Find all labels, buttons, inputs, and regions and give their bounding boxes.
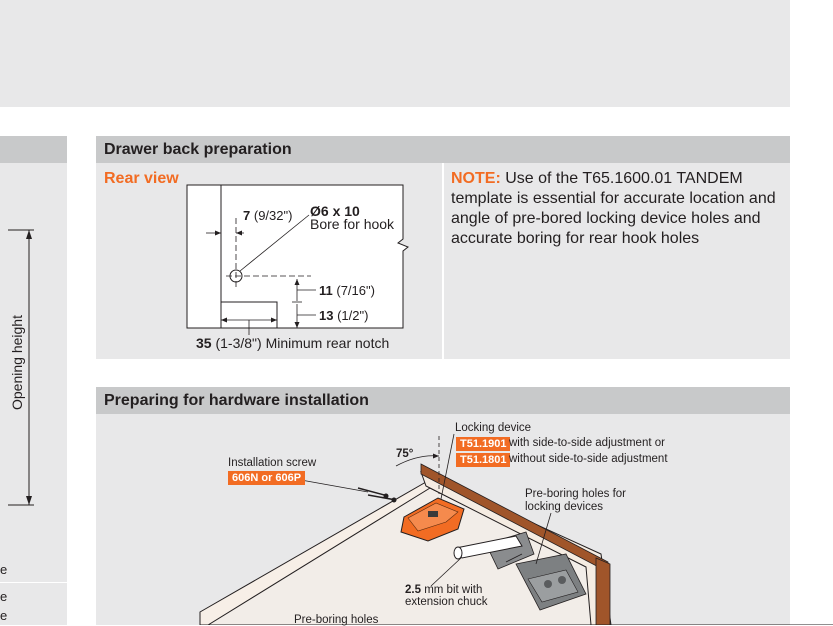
bore-label: Bore for hook bbox=[310, 216, 395, 232]
hardware-header: Preparing for hardware installation bbox=[96, 387, 790, 414]
hardware-title: Preparing for hardware installation bbox=[104, 392, 369, 409]
dim-7-label: 7 (9/32") bbox=[243, 208, 293, 223]
opening-height-label: Opening height bbox=[9, 315, 25, 410]
installation-screw-label: Installation screw bbox=[228, 457, 317, 469]
drawer-back-header: Drawer back preparation bbox=[96, 136, 790, 163]
preboring-holes-label: Pre-boring holes bbox=[294, 614, 379, 626]
rear-view-drawing bbox=[186, 184, 409, 335]
dim-11-label: 11 (7/16") bbox=[319, 283, 375, 298]
part-1-description: with side-to-side adjustment or bbox=[509, 437, 665, 449]
opening-height-dimension bbox=[8, 229, 34, 506]
bit-label-2: extension chuck bbox=[405, 596, 488, 608]
part-2-description: without side-to-side adjustment bbox=[509, 453, 668, 465]
top-band bbox=[0, 0, 790, 107]
left-cut-text-1: e bbox=[0, 562, 8, 577]
dim-35-label: 35 (1-3/8") Minimum rear notch bbox=[196, 335, 390, 351]
note-panel bbox=[444, 163, 790, 359]
preboring-locking-label-2: locking devices bbox=[525, 501, 603, 513]
left-divider bbox=[0, 582, 67, 583]
bit-label-1: 2.5 mm bit with bbox=[405, 584, 483, 596]
hardware-illustration bbox=[199, 433, 833, 625]
screw-part-number: 606N or 606P bbox=[228, 471, 306, 485]
part-number-t51-1901: T51.1901 bbox=[456, 437, 511, 451]
left-section-header bbox=[0, 136, 67, 163]
left-cut-text-3: e bbox=[0, 608, 8, 623]
locking-device-label: Locking device bbox=[455, 422, 532, 434]
dim-13-label: 13 (1/2") bbox=[319, 308, 369, 323]
angle-label: 75° bbox=[396, 448, 414, 460]
left-section-panel bbox=[0, 163, 67, 625]
preboring-locking-label-1: Pre-boring holes for bbox=[525, 488, 626, 500]
note-text: NOTE: Use of the T65.1600.01 TANDEM temp… bbox=[451, 170, 776, 247]
drawer-back-title: Drawer back preparation bbox=[104, 141, 292, 158]
bore-size-label: Ø6 x 10 bbox=[310, 203, 360, 219]
rear-view-label: Rear view bbox=[104, 170, 179, 187]
part-number-t51-1801: T51.1801 bbox=[456, 453, 511, 467]
left-cut-text-2: e bbox=[0, 589, 8, 604]
